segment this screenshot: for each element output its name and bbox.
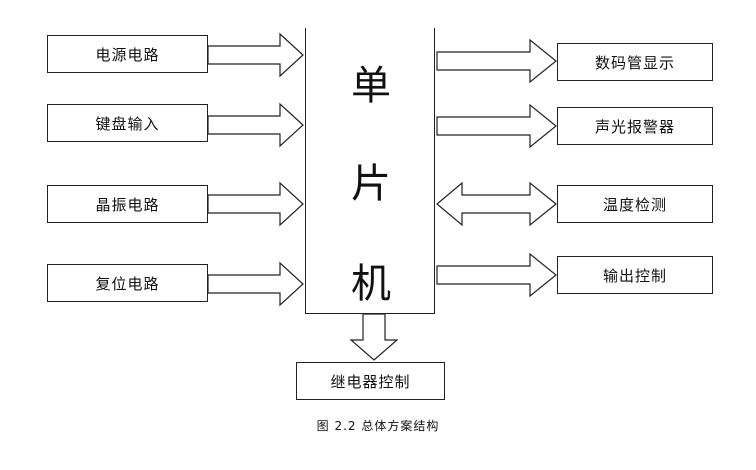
arrow-mcu-to-alarm <box>436 103 557 149</box>
power-circuit-block: 电源电路 <box>47 35 208 73</box>
mcu-block: 单 片 机 <box>305 28 435 314</box>
arrow-mcu-to-output-control <box>436 252 557 298</box>
relay-control-label: 继电器控制 <box>330 372 411 391</box>
reset-circuit-label: 复位电路 <box>95 274 160 293</box>
arrow-reset-to-mcu <box>207 261 304 307</box>
keyboard-input-label: 键盘输入 <box>95 114 160 133</box>
arrow-power-to-mcu <box>207 32 304 78</box>
arrow-mcu-to-display <box>436 38 557 84</box>
mcu-label-char-3: 机 <box>351 261 391 307</box>
output-control-block: 输出控制 <box>557 256 713 294</box>
crystal-circuit-label: 晶振电路 <box>95 195 160 214</box>
temperature-block: 温度检测 <box>557 185 713 223</box>
arrow-mcu-temperature-bidirectional <box>436 181 557 227</box>
crystal-circuit-block: 晶振电路 <box>47 185 208 223</box>
power-circuit-label: 电源电路 <box>95 45 160 64</box>
arrow-keyboard-to-mcu <box>207 102 304 148</box>
display-label: 数码管显示 <box>594 53 675 72</box>
arrow-mcu-to-relay <box>349 313 399 361</box>
arrow-crystal-to-mcu <box>207 181 304 227</box>
figure-caption: 图 2.2 总体方案结构 <box>316 419 440 433</box>
display-block: 数码管显示 <box>557 43 713 81</box>
mcu-label-char-2: 片 <box>351 161 391 207</box>
alarm-label: 声光报警器 <box>594 117 675 136</box>
mcu-label-char-1: 单 <box>351 63 391 109</box>
alarm-block: 声光报警器 <box>557 107 713 145</box>
temperature-label: 温度检测 <box>602 195 667 214</box>
relay-control-block: 继电器控制 <box>296 362 445 400</box>
reset-circuit-block: 复位电路 <box>47 264 208 302</box>
keyboard-input-block: 键盘输入 <box>47 104 208 142</box>
output-control-label: 输出控制 <box>602 266 667 285</box>
